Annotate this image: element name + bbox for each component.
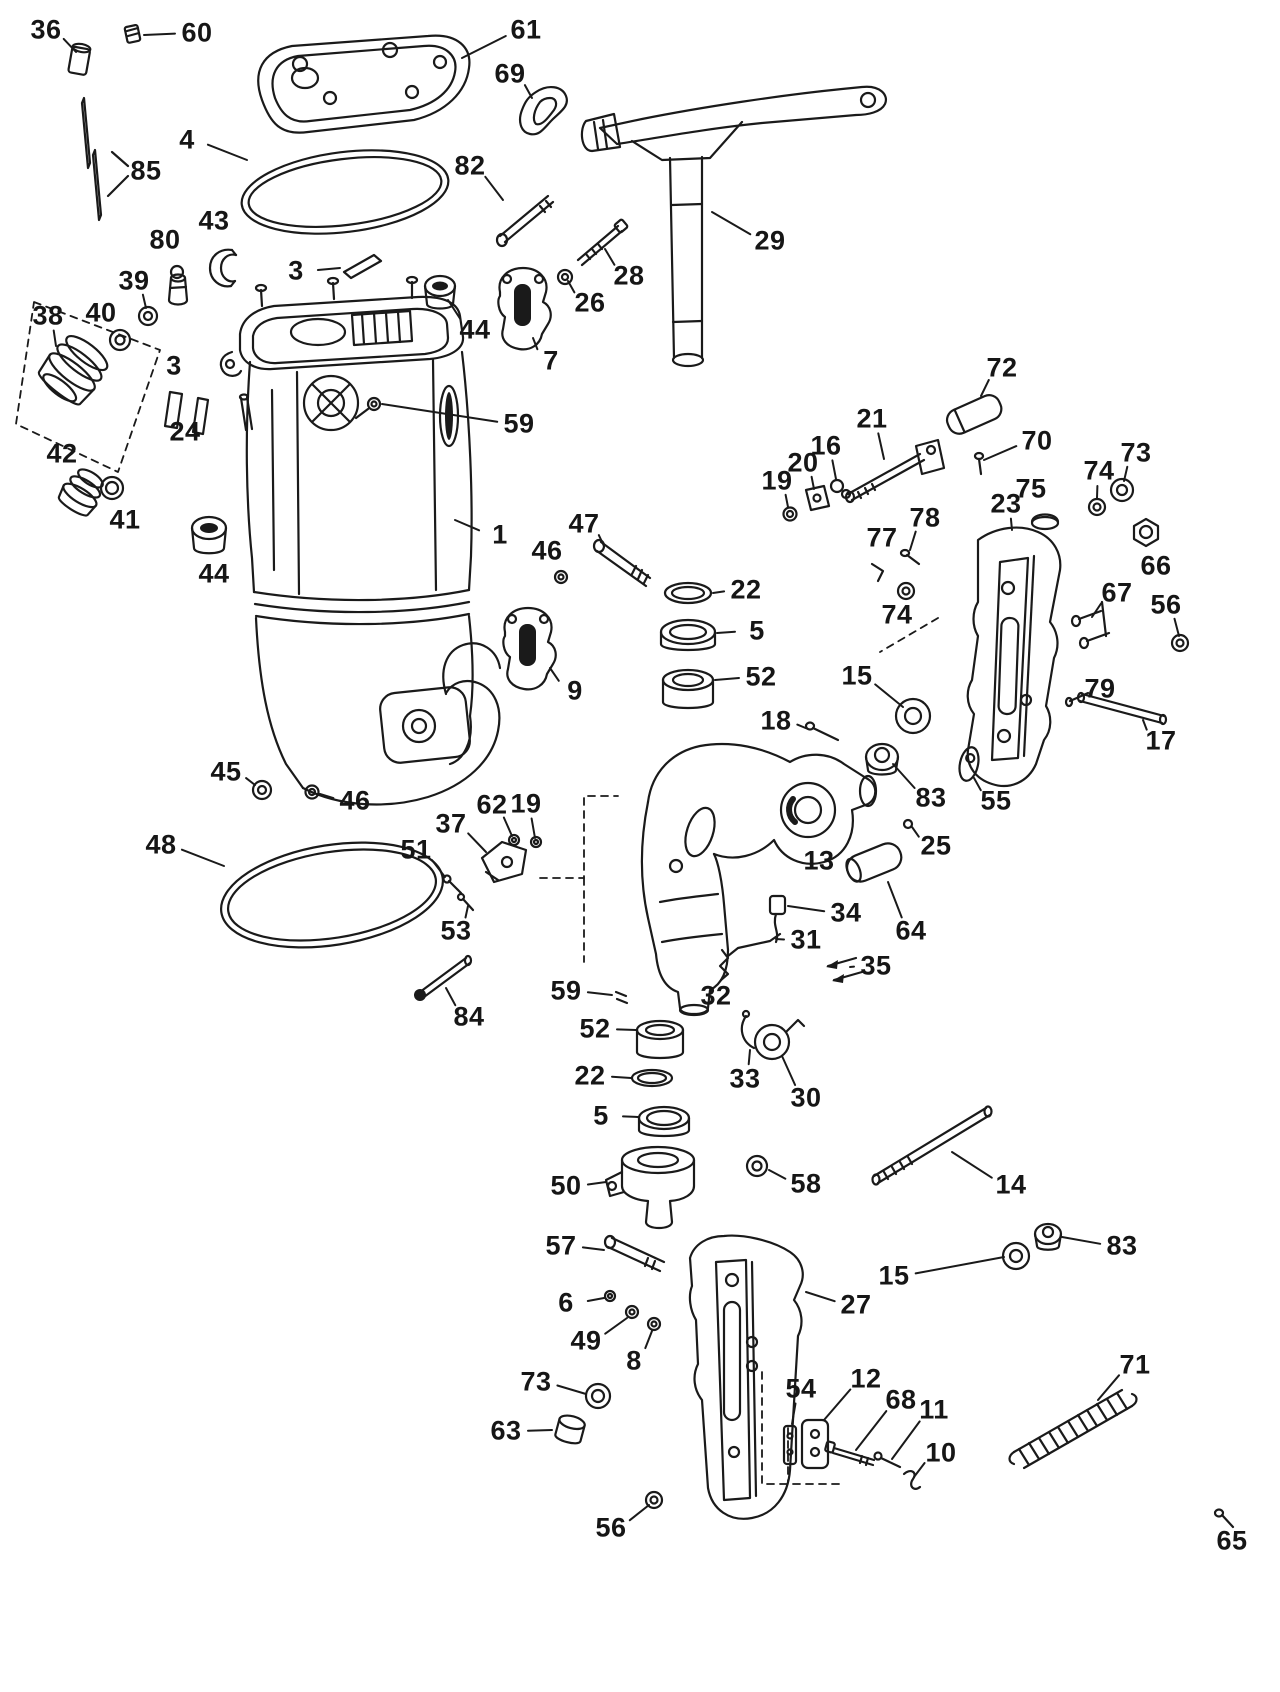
nut-56-bottom (644, 1490, 664, 1510)
oring-4 (240, 149, 450, 235)
washer-19-lower (529, 835, 543, 849)
nut-56-right (1170, 633, 1190, 653)
dashed-guides-center (539, 617, 939, 963)
screw-53 (456, 892, 475, 912)
clip-59-lower (614, 990, 629, 1005)
bolt-18 (804, 721, 840, 742)
bolt-68 (824, 1440, 876, 1467)
washer-74-top (1087, 497, 1107, 517)
lever-72 (945, 394, 1003, 435)
clamp-50 (604, 1145, 696, 1230)
rod-84 (414, 954, 473, 1001)
pin-70 (973, 451, 985, 476)
steering-arm-29 (580, 85, 887, 368)
ball-25 (902, 818, 914, 830)
tilt-shaft-21 (844, 438, 946, 504)
washer-74-mid (896, 581, 916, 601)
tube-64 (845, 842, 903, 883)
link-rod-31 (726, 932, 782, 958)
plate-20 (804, 484, 831, 512)
washer-46-lower (304, 784, 320, 800)
pin-3-lower (163, 390, 184, 430)
bolt-47 (592, 538, 652, 588)
leader-lines (52, 32, 1180, 1522)
plug-42 (57, 468, 104, 517)
washer-49 (624, 1304, 640, 1320)
pin-3-top (342, 253, 383, 280)
washer-73-top (1109, 477, 1135, 503)
plate-12 (800, 1418, 830, 1470)
bolt-78 (899, 548, 921, 566)
plate-54 (782, 1424, 798, 1466)
bushing-52-upper (661, 668, 715, 710)
oring-41 (99, 475, 125, 501)
swivel-bracket-13 (640, 742, 878, 1017)
gasket-61 (257, 34, 471, 134)
bolts-67 (1070, 600, 1111, 650)
tilt-rod-17 (1076, 691, 1168, 726)
washer-15-upper (894, 697, 932, 735)
clip-77 (870, 562, 885, 583)
washer-62 (507, 833, 521, 847)
washer-6 (603, 1289, 617, 1303)
cup-5-upper (659, 618, 717, 652)
bolt-82 (495, 194, 555, 248)
driveshaft-housing-1 (219, 275, 502, 806)
dashed-guides-bottom (761, 1371, 843, 1485)
pins-85 (80, 96, 130, 222)
cup-5-lower (637, 1105, 691, 1138)
spring-71 (1008, 1388, 1138, 1470)
shock-rod-14 (871, 1105, 993, 1186)
pins-35 (826, 956, 864, 983)
nut-58 (745, 1154, 769, 1178)
nut-19-top (782, 506, 798, 522)
motor-mount-7 (497, 266, 552, 351)
bushing-52-lower (635, 1019, 685, 1060)
screw-65 (1213, 1508, 1235, 1529)
bolt-57 (603, 1234, 666, 1273)
washer-26 (556, 268, 574, 286)
stern-bracket-23 (966, 526, 1062, 788)
spring-32 (718, 948, 730, 982)
oring-22-lower (630, 1068, 674, 1088)
screw-51 (442, 874, 463, 895)
washer-8 (646, 1316, 662, 1332)
c-clip-43 (208, 248, 238, 288)
plug-60 (123, 23, 142, 44)
washer-15-bottom (1001, 1241, 1031, 1271)
retainer-30 (753, 1018, 806, 1061)
motor-mount-9 (502, 606, 557, 691)
bolt-11 (873, 1451, 902, 1469)
dashed-guides-left (15, 301, 161, 473)
bushing-38 (38, 335, 109, 406)
link-33 (740, 1009, 756, 1050)
cap-75 (1030, 513, 1060, 531)
bracket-37 (480, 840, 528, 884)
bolt-28 (576, 218, 629, 267)
bushing-83-bottom (1033, 1222, 1063, 1251)
washer-73-bottom (584, 1382, 612, 1410)
cap-63 (554, 1414, 586, 1445)
cap-36 (67, 42, 92, 76)
oring-22-upper (663, 581, 713, 605)
fitting-80 (167, 264, 189, 306)
bushing-83-upper (864, 742, 900, 776)
bushing-44-mid (190, 515, 228, 555)
stern-bracket-27 (688, 1234, 804, 1520)
nut-45 (251, 779, 273, 801)
oring-48 (220, 841, 444, 949)
clamp-69 (519, 86, 568, 136)
washer-39 (137, 305, 159, 327)
pin-24 (191, 396, 210, 436)
washer-46-top (553, 569, 569, 585)
nut-66 (1132, 517, 1160, 548)
clip-10 (902, 1470, 922, 1490)
washers-16 (829, 478, 852, 500)
